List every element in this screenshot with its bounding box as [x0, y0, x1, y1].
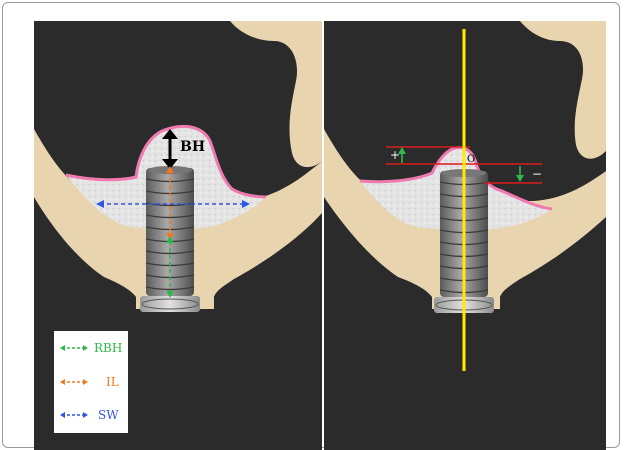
legend: RBH IL SW — [54, 331, 128, 433]
origin-label: O — [467, 154, 475, 165]
bh-label: BH — [180, 139, 205, 155]
legend-label-il: IL — [106, 375, 119, 389]
legend-label-sw: SW — [98, 408, 119, 422]
implant-diagram: BH RBH — [34, 21, 606, 450]
plus-label: + — [390, 148, 400, 162]
left-panel: BH RBH — [34, 21, 322, 450]
right-panel: + − O — [324, 21, 606, 450]
minus-label: − — [532, 167, 542, 181]
legend-label-rbh: RBH — [94, 341, 122, 355]
